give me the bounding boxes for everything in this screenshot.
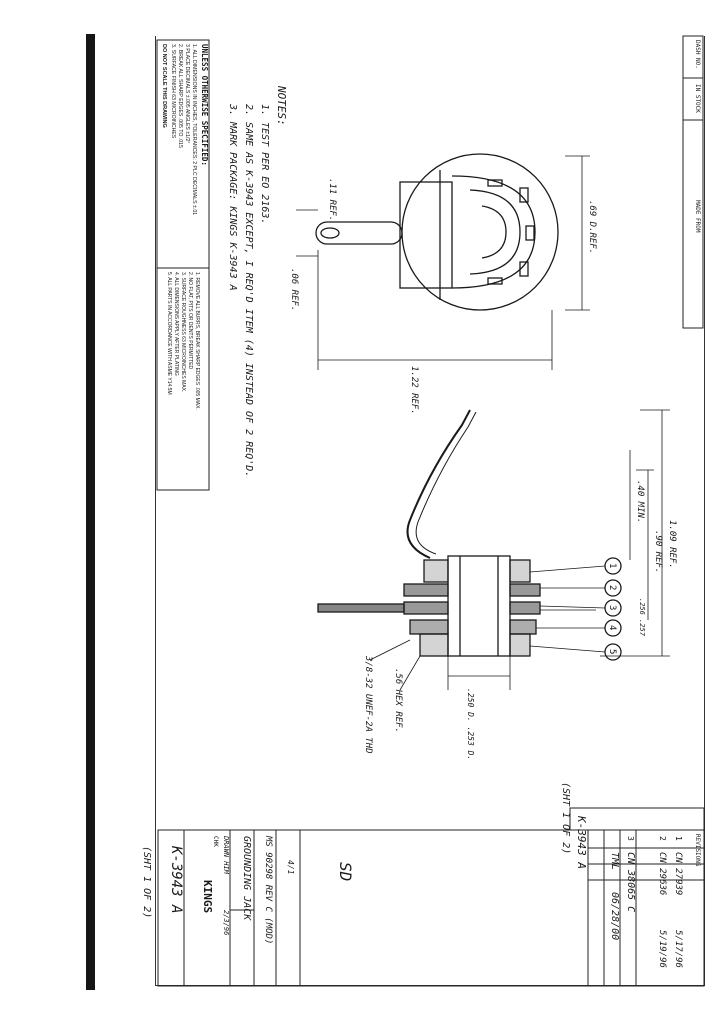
rev-row-3-date: 06/28/00 bbox=[609, 892, 620, 940]
title-block bbox=[157, 829, 589, 987]
note-1: 1. TEST PER EO 2163. bbox=[259, 104, 270, 224]
rev-row-2-date: 5/19/96 bbox=[657, 930, 667, 968]
dim-hex: .56 HEX REF. bbox=[393, 668, 403, 733]
title-sheet: (SHT 1 OF 2) bbox=[141, 846, 152, 918]
revisions-title: REVISIONS bbox=[694, 834, 701, 867]
header-made-from: MADE FROM bbox=[694, 200, 701, 233]
tolerance-line-2: 3 PLACE DECIMALS ±.005 ANGLES ±1/2° bbox=[184, 44, 190, 143]
title-checked: CHK bbox=[212, 836, 219, 847]
header-dash-no: DASH NO. bbox=[694, 40, 701, 69]
general-note-5: 5. ALL PARTS IN ACCORDANCE WITH ASME Y14… bbox=[166, 272, 172, 395]
notes-block: NOTES: 1. TEST PER EO 2163. 2. SAME AS K… bbox=[227, 85, 288, 477]
top-view-drawing bbox=[296, 153, 590, 370]
balloon-5: 5 bbox=[607, 649, 617, 654]
tolerance-footer: DO NOT SCALE THIS DRAWING bbox=[161, 44, 167, 128]
general-note-1: 1. REMOVE ALL BURRS, BREAK SHARP EDGES .… bbox=[194, 272, 200, 410]
dim-bore: .250 D. .253 D. bbox=[466, 688, 475, 760]
note-2: 2. SAME AS K-3943 EXCEPT, I REQ'D ITEM (… bbox=[243, 104, 254, 477]
dim-overall: 1.09 REF. bbox=[667, 520, 677, 569]
notes-heading: NOTES: bbox=[275, 85, 288, 126]
tolerance-line-4: 3. SURFACE FINISH 63 MICROINCHES bbox=[170, 44, 176, 139]
dim-mid: .90 REF. bbox=[653, 530, 663, 573]
general-note-4: 4. ALL DIMENSIONS APPLY AFTER PLATING bbox=[173, 272, 179, 376]
title-initials: SD bbox=[336, 862, 355, 881]
header-in-stock: IN STOCK bbox=[694, 84, 701, 113]
revisions-sheet: (SHT 1 OF 2) bbox=[560, 782, 571, 854]
rev-row-3-by: TML bbox=[609, 852, 620, 870]
general-note-2: 2. NO FLAT, PITS OR DENTS PERMITTED bbox=[187, 272, 193, 370]
tolerance-block: UNLESS OTHERWISE SPECIFIED: 1. ALL DIMEN… bbox=[156, 39, 210, 491]
general-note-3: 3. SURFACE ROUGHNESS 63 MICROINCHES MAX. bbox=[180, 272, 186, 392]
tolerance-heading: UNLESS OTHERWISE SPECIFIED: bbox=[200, 44, 209, 166]
scan-edge-shadow bbox=[86, 34, 95, 990]
title-part-no: K-3943 A bbox=[168, 845, 184, 913]
title-spec: MS 90298 REV C (MOD) bbox=[263, 835, 273, 944]
balloon-1: 1 bbox=[607, 563, 617, 568]
company-logo: KINGS bbox=[201, 880, 214, 913]
title-description: GROUNDING JACK bbox=[241, 836, 252, 921]
rev-row-1-ecn: CN 27939 bbox=[673, 852, 683, 895]
border-right bbox=[704, 36, 705, 986]
border-left bbox=[155, 36, 156, 986]
rev-row-3-ecn: CN 38065 C bbox=[625, 852, 636, 912]
tolerance-line-3: 2. BREAK ALL SHARP EDGES .005 TO .015 bbox=[177, 44, 183, 148]
rev-row-3-rev: 3 bbox=[626, 836, 635, 841]
balloon-2: 2 bbox=[607, 585, 617, 590]
dim-tab-width: .11 REF. bbox=[327, 178, 337, 221]
title-scale: 4/1 bbox=[286, 860, 295, 874]
dim-flange: .256 .257 bbox=[638, 598, 646, 637]
dim-top-length: 1.22 REF. bbox=[409, 366, 419, 415]
title-drawn: DRAWN HIM bbox=[222, 835, 230, 875]
rev-row-2-rev: 2 bbox=[658, 836, 667, 841]
tolerance-line-1: 1. ALL DIMENSIONS IN INCHES, TOLERANCES:… bbox=[191, 44, 197, 215]
balloon-4: 4 bbox=[607, 625, 617, 630]
dim-top-width: .69 D.REF. bbox=[587, 200, 597, 254]
revisions-part: K-3943 A bbox=[575, 815, 588, 869]
rev-row-2-ecn: CN 29636 bbox=[657, 852, 667, 895]
revisions-block bbox=[569, 807, 705, 987]
rev-row-1-rev: 1 bbox=[674, 836, 683, 841]
dim-tab-len: .06 REF. bbox=[289, 268, 299, 311]
balloon-3: 3 bbox=[607, 605, 617, 610]
header-strip: DASH NO. IN STOCK MADE FROM bbox=[682, 35, 704, 329]
title-date: 2/3/96 bbox=[222, 910, 230, 935]
rev-row-1-date: 5/17/96 bbox=[673, 930, 683, 968]
dim-thread: 3/8-32 UNEF-2A THD bbox=[363, 655, 373, 754]
side-view-drawing bbox=[317, 409, 670, 691]
dim-min: .40 MIN. bbox=[635, 480, 645, 523]
note-3: 3. MARK PACKAGE: KINGS K-3943 A bbox=[227, 103, 238, 291]
